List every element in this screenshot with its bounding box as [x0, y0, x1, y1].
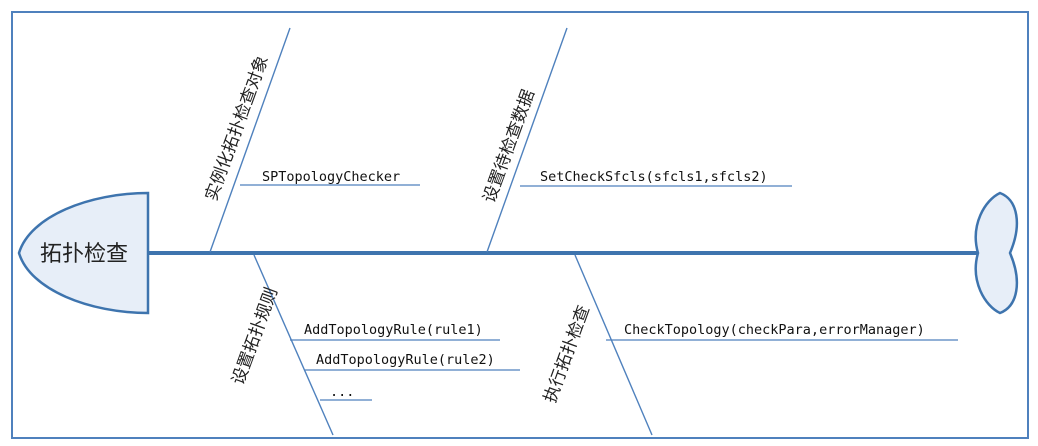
bone-category-3 — [253, 254, 334, 436]
cause-label-3-3: ... — [330, 384, 354, 400]
cause-label-1-1: SPTopologyChecker — [262, 169, 400, 185]
head-shape — [17, 191, 150, 315]
cause-label-3-2: AddTopologyRule(rule2) — [316, 352, 495, 368]
cause-label-4-1: CheckTopology(checkPara,errorManager) — [624, 322, 925, 338]
cause-label-3-1: AddTopologyRule(rule1) — [304, 322, 483, 338]
head-label: 拓扑检查 — [40, 242, 128, 267]
bone-category-1 — [209, 27, 291, 253]
bone-category-2 — [486, 27, 568, 253]
tail-shape — [974, 191, 1018, 315]
bone-category-4 — [574, 254, 653, 436]
diagram-frame — [11, 11, 1029, 439]
cause-label-2-1: SetCheckSfcls(sfcls1,sfcls2) — [540, 169, 768, 185]
